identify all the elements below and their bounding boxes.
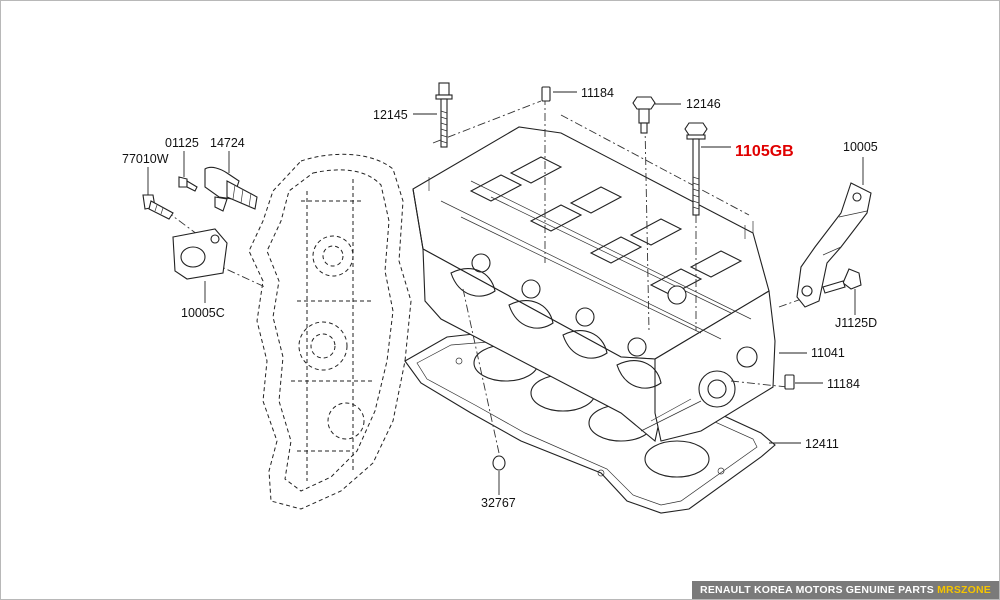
label-10005C: 10005C (181, 306, 225, 320)
bolt-01125 (178, 176, 198, 192)
label-12411: 12411 (805, 437, 839, 451)
label-14724: 14724 (210, 136, 245, 150)
bolt-12146 (632, 96, 656, 134)
label-12146: 12146 (686, 97, 721, 111)
bolt-12145 (435, 82, 453, 148)
plug-32767 (492, 455, 506, 471)
footer-text: RENAULT KOREA MOTORS GENUINE PARTS (700, 584, 934, 596)
footer-banner: RENAULT KOREA MOTORS GENUINE PARTS MRSZO… (692, 581, 999, 599)
timing-cover-ghost (248, 153, 412, 510)
label-12145: 12145 (373, 108, 408, 122)
label-1105GB: 1105GB (735, 143, 794, 160)
cylinder-head-body (412, 126, 776, 442)
label-77010W: 77010W (122, 152, 169, 166)
label-J1125D: J1125D (835, 316, 877, 330)
footer-brand: MRSZONE (937, 584, 991, 596)
bracket-10005 (796, 182, 872, 308)
bolt-1105GB (684, 122, 708, 216)
dowel-11184-top (541, 86, 551, 102)
bracket-10005C (172, 228, 228, 280)
label-11184-top: 11184 (581, 86, 614, 100)
label-11041: 11041 (811, 346, 845, 360)
label-32767: 32767 (481, 496, 516, 510)
label-10005: 10005 (843, 140, 878, 154)
valve-14724 (204, 166, 258, 212)
label-11184-bottom: 11184 (827, 377, 860, 391)
bolt-77010W (142, 194, 174, 220)
leader-lines (147, 91, 864, 495)
label-01125: 01125 (165, 136, 199, 150)
dowel-11184-bottom (784, 374, 795, 390)
bolt-J1125D (822, 268, 862, 294)
part-labels: 12145 11184 12146 1105GB 10005 01125 147… (122, 86, 878, 510)
